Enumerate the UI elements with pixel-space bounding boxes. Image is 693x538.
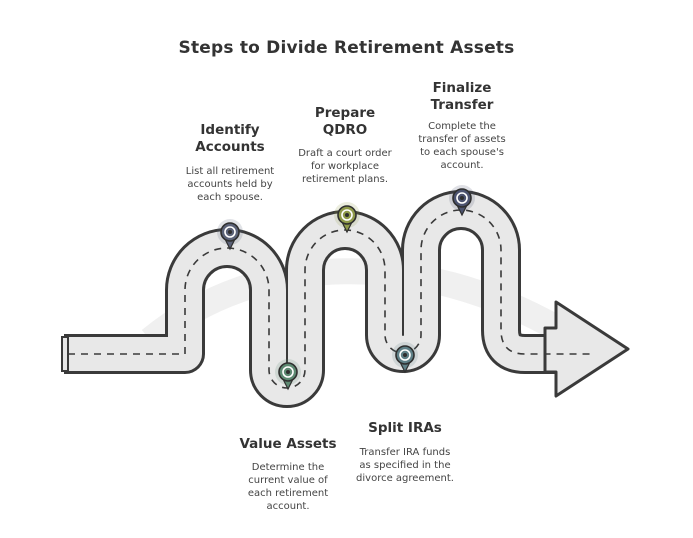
arrow-head [543, 300, 630, 398]
step-1-title-line: Identify [200, 122, 260, 138]
step-5-title: Finalize Transfer [402, 80, 522, 114]
step-5-desc-line: transfer of assets [418, 134, 506, 145]
step-1-title: Identify Accounts [170, 122, 290, 156]
step-1-desc-line: List all retirement [185, 166, 275, 177]
step-5-desc-line: to each spouse's [420, 147, 504, 158]
step-5-title-line: Transfer [430, 97, 494, 113]
diagram-title: Steps to Divide Retirement Assets [178, 38, 515, 58]
step-5-desc-line: Complete the [428, 121, 496, 132]
road-surface [64, 193, 560, 405]
step-1-description: List all retirement accounts held by eac… [170, 165, 290, 204]
step-1-desc-line: accounts held by [187, 179, 273, 190]
location-pin-icon [275, 359, 301, 391]
location-pin-icon [392, 342, 418, 374]
step-3-title-line: QDRO [322, 122, 368, 138]
step-3-desc-line: retirement plans. [301, 174, 389, 185]
step-3-desc-line: Draft a court order [298, 148, 392, 159]
step-3-description: Draft a court order for workplace retire… [285, 147, 405, 186]
step-4-desc-line: divorce agreement. [356, 473, 454, 484]
road-start-cap [61, 336, 69, 372]
step-2-desc-line: account. [266, 501, 310, 512]
step-5-description: Complete the transfer of assets to each … [402, 120, 522, 172]
step-4-description: Transfer IRA funds as specified in the d… [340, 446, 470, 485]
step-3-desc-line: for workplace [310, 161, 380, 172]
step-1-title-line: Accounts [195, 139, 265, 155]
step-2-desc-line: Determine the [251, 462, 325, 473]
step-3-title: Prepare QDRO [285, 105, 405, 139]
step-5-title-line: Finalize [432, 80, 492, 96]
step-3-title-line: Prepare [314, 105, 376, 121]
step-1-desc-line: each spouse. [197, 192, 263, 203]
location-pin-icon [334, 202, 360, 234]
step-2-desc-line: each retirement [247, 488, 329, 499]
step-4-desc-line: as specified in the [359, 460, 451, 471]
step-5-desc-line: account. [440, 160, 484, 171]
step-2-title-line: Value Assets [239, 436, 337, 452]
location-pin-icon [449, 185, 475, 217]
step-4-desc-line: Transfer IRA funds [359, 447, 451, 458]
step-2-title: Value Assets [223, 436, 353, 453]
step-2-desc-line: current value of [248, 475, 328, 486]
step-2-description: Determine the current value of each reti… [223, 461, 353, 513]
milestone-pins [217, 185, 475, 391]
step-4-title: Split IRAs [345, 420, 465, 437]
location-pin-icon [217, 219, 243, 251]
step-4-title-line: Split IRAs [368, 420, 442, 436]
